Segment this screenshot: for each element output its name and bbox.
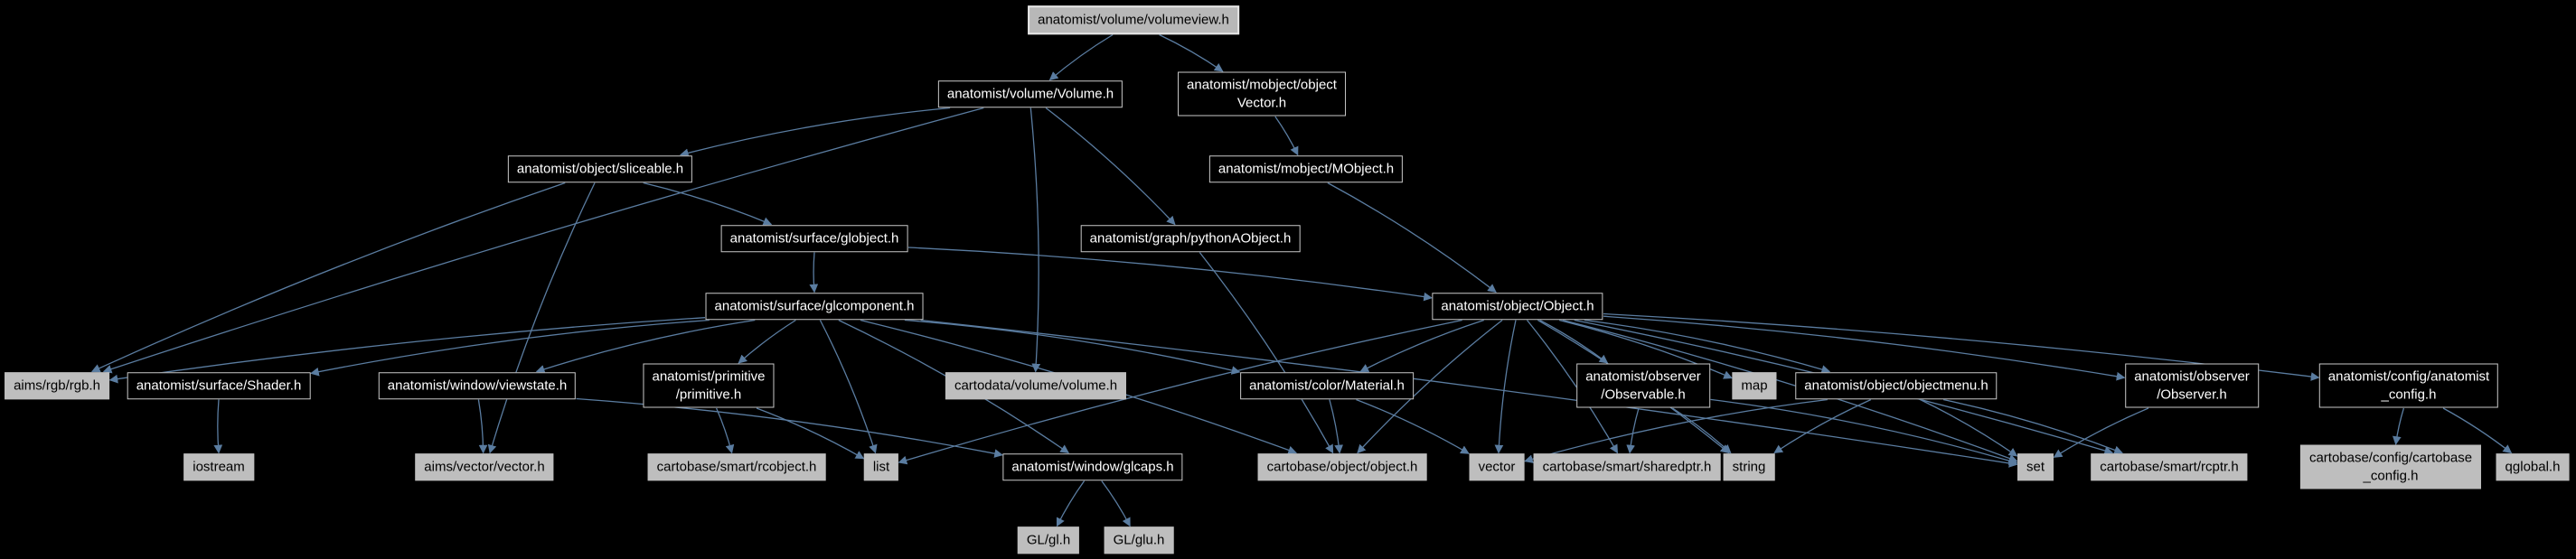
- graph-node-sliceable[interactable]: anatomist/object/sliceable.h: [507, 155, 693, 182]
- edge-Volume-to-sliceable: [679, 107, 951, 158]
- graph-node-volumeview: anatomist/volume/volumeview.h: [1028, 5, 1239, 34]
- graph-node-list: list: [863, 453, 899, 480]
- graph-node-gl: GL/gl.h: [1017, 526, 1080, 554]
- graph-node-objectmenu[interactable]: anatomist/object/objectmenu.h: [1795, 372, 1998, 399]
- edge-Material-to-vector_std: [1356, 398, 1470, 454]
- edge-Volume-to-rgb: [102, 107, 984, 374]
- graph-node-Volume[interactable]: anatomist/volume/Volume.h: [937, 80, 1123, 107]
- edge-viewstate-to-vector_aims: [477, 399, 488, 454]
- edge-Object-to-Observable: [1539, 319, 1609, 364]
- edge-sliceable-to-vector_aims: [487, 182, 596, 454]
- edge-glcaps-to-gl: [1056, 480, 1086, 527]
- edge-viewstate-to-glcaps: [576, 397, 1003, 458]
- graph-node-rgb: aims/rgb/rgb.h: [5, 372, 109, 399]
- edge-Object-to-Observer: [1603, 315, 2126, 381]
- edge-Object-to-map: [1558, 319, 1733, 379]
- graph-node-carto_object: cartobase/object/object.h: [1257, 453, 1427, 480]
- edge-Volume-to-pythonAObject: [1045, 107, 1176, 226]
- edge-volumeview-to-objectVector: [1159, 33, 1224, 72]
- edge-Volume-to-cartodata_volume: [1029, 107, 1041, 373]
- edge-Object-to-carto_object: [1357, 319, 1503, 454]
- edge-primitive-to-rcobject: [716, 407, 735, 454]
- edge-Object-to-set: [1562, 319, 2018, 463]
- graph-node-MObject[interactable]: anatomist/mobject/MObject.h: [1208, 155, 1404, 182]
- graph-node-glcaps[interactable]: anatomist/window/glcaps.h: [1002, 453, 1183, 480]
- edge-objectmenu-to-vector_std: [1524, 398, 1828, 463]
- graph-node-glu: GL/glu.h: [1104, 526, 1174, 554]
- edge-Object-to-vector_std: [1494, 320, 1517, 454]
- edge-objectmenu-to-set: [1920, 398, 2018, 457]
- edge-sliceable-to-globject: [643, 182, 773, 226]
- edge-glcomponent-to-list: [819, 320, 878, 454]
- graph-node-anatomist_config[interactable]: anatomist/config/anatomist _config.h: [2318, 363, 2499, 408]
- graph-node-objectVector[interactable]: anatomist/mobject/object Vector.h: [1178, 71, 1346, 116]
- graph-node-pythonAObject[interactable]: anatomist/graph/pythonAObject.h: [1080, 225, 1301, 252]
- edge-anatomist_config-to-cartobase_config: [2392, 407, 2405, 445]
- edge-volumeview-to-Volume: [1048, 33, 1114, 81]
- graph-node-glcomponent[interactable]: anatomist/surface/glcomponent.h: [705, 293, 924, 320]
- edge-Object-to-sharedptr: [1526, 320, 1619, 454]
- graph-node-map: map: [1732, 372, 1777, 399]
- edge-globject-to-Object: [907, 247, 1433, 302]
- graph-node-primitive[interactable]: anatomist/primitive /primitive.h: [643, 363, 775, 408]
- graph-node-qglobal: qglobal.h: [2496, 453, 2570, 480]
- edge-primitive-to-list: [756, 407, 865, 460]
- graph-node-iostream: iostream: [183, 453, 254, 480]
- edge-glcomponent-to-Shader: [310, 319, 710, 377]
- edge-objectVector-to-MObject: [1274, 116, 1299, 156]
- edge-pythonAObject-to-carto_object: [1199, 252, 1334, 454]
- edge-Shader-to-iostream: [213, 399, 223, 454]
- graph-node-cartobase_config: cartobase/config/cartobase _config.h: [2299, 444, 2482, 489]
- graph-node-cartodata_volume: cartodata/volume/volume.h: [945, 372, 1127, 399]
- edge-anatomist_config-to-qglobal: [2442, 407, 2513, 454]
- graph-node-globject[interactable]: anatomist/surface/globject.h: [720, 225, 908, 252]
- graph-node-Object[interactable]: anatomist/object/Object.h: [1432, 293, 1603, 320]
- edge-glcaps-to-glu: [1101, 480, 1131, 527]
- edge-sliceable-to-rgb: [90, 182, 566, 373]
- edge-Observer-to-set: [2053, 407, 2149, 458]
- edge-objectmenu-to-string: [1773, 398, 1872, 454]
- graph-node-sharedptr: cartobase/smart/sharedptr.h: [1533, 453, 1721, 480]
- edge-glcomponent-to-viewstate: [535, 319, 756, 374]
- graph-node-vector_std: vector: [1469, 453, 1525, 480]
- edge-Observable-to-string: [1672, 407, 1732, 454]
- graph-node-Observer[interactable]: anatomist/observer /Observer.h: [2125, 363, 2259, 408]
- edge-glcomponent-to-set: [920, 319, 2018, 468]
- graph-node-Shader[interactable]: anatomist/surface/Shader.h: [127, 372, 311, 399]
- graph-node-rcptr: cartobase/smart/rcptr.h: [2091, 453, 2248, 480]
- edge-Observable-to-set: [1710, 398, 2018, 465]
- edge-objectmenu-to-rcptr: [1942, 398, 2123, 454]
- edge-Observable-to-sharedptr: [1626, 407, 1640, 454]
- graph-node-Material[interactable]: anatomist/color/Material.h: [1240, 372, 1414, 399]
- graph-node-viewstate[interactable]: anatomist/window/viewstate.h: [378, 372, 577, 399]
- graph-node-rcobject: cartobase/smart/rcobject.h: [647, 453, 826, 480]
- edge-glcomponent-to-primitive: [738, 319, 796, 364]
- graph-node-Observable[interactable]: anatomist/observer /Observable.h: [1576, 363, 1710, 408]
- graph-node-string: string: [1723, 453, 1775, 480]
- edge-Object-to-list: [898, 319, 1462, 465]
- edge-Material-to-carto_object: [1329, 399, 1344, 454]
- edge-Object-to-Material: [1359, 319, 1485, 373]
- edge-MObject-to-Object: [1327, 182, 1497, 293]
- edge-glcomponent-to-rgb: [108, 317, 706, 384]
- graph-node-vector_aims: aims/vector/vector.h: [415, 453, 554, 480]
- graph-node-set: set: [2017, 453, 2054, 480]
- edge-globject-to-glcomponent: [809, 252, 819, 293]
- edge-glcomponent-to-Material: [904, 319, 1241, 375]
- edge-Object-to-objectmenu: [1584, 319, 1831, 374]
